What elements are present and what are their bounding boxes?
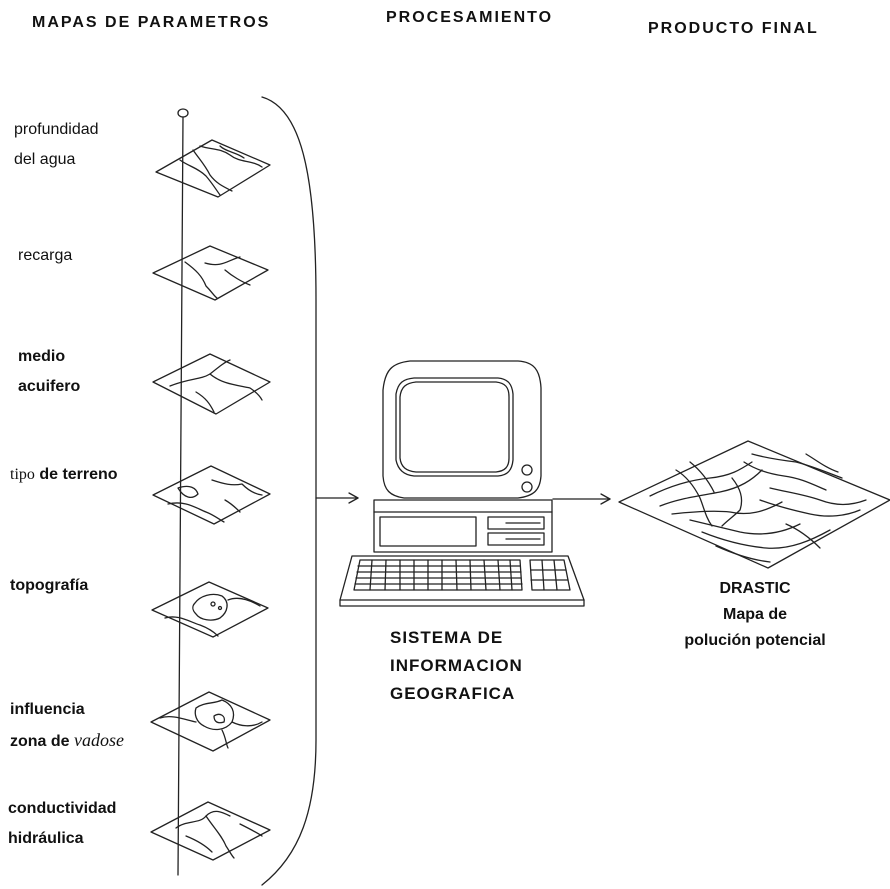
layer-label-aquifer: medio acuifero [18, 345, 80, 399]
header-parameter-maps: MAPAS DE PARAMETROS [32, 14, 271, 31]
layer-label-vadose-italic: vadose [74, 730, 124, 750]
layer-label-vadose: influencia zona de vadose [10, 698, 124, 754]
header-processing: PROCESAMIENTO [386, 9, 554, 26]
arrow-to-product [552, 493, 611, 505]
system-unit [373, 499, 553, 553]
layer-label-conductivity-line2: hidráulica [8, 830, 84, 847]
final-product-map [618, 440, 890, 569]
layer-label-depth-line1: profundidad [14, 121, 99, 138]
layer-label-vadose-line1: influencia [10, 701, 85, 718]
layer-label-terrain-prefix: tipo [10, 466, 35, 483]
product-label-line2: Mapa de [722, 606, 787, 623]
arrow-to-computer [315, 492, 359, 504]
layer-label-conductivity: conductividad hidráulica [8, 797, 116, 851]
gis-label-line1: SISTEMA DE [390, 628, 504, 647]
gis-label: SISTEMA DE INFORMACION GEOGRAFICA [390, 626, 523, 706]
layer-label-depth: profundidad del agua [14, 118, 99, 172]
product-label-line3: polución potencial [684, 632, 826, 649]
layer-label-aquifer-line1: medio [18, 348, 66, 365]
header-final-product: PRODUCTO FINAL [648, 20, 819, 37]
monitor-knob-top [521, 464, 533, 476]
layer-label-recharge: recarga [18, 247, 73, 264]
layer-label-depth-line2: del agua [14, 151, 76, 168]
layer-map-terrain [152, 465, 271, 525]
layer-label-terrain-rest: de terreno [34, 466, 118, 483]
product-label-line1: DRASTIC [719, 580, 791, 597]
stack-pole [177, 108, 189, 876]
layer-label-conductivity-line1: conductividad [8, 800, 117, 817]
layer-label-vadose-line2: zona de vadose [10, 728, 124, 754]
stack-bracket [261, 96, 317, 886]
gis-label-line3: GEOGRAFICA [390, 684, 516, 703]
layer-map-topography [151, 581, 269, 638]
layer-label-terrain: tipo de terreno [10, 463, 118, 487]
layer-label-vadose-prefix: zona de [10, 733, 75, 750]
layer-map-conductivity [150, 801, 271, 861]
product-label: DRASTIC Mapa de polución potencial [665, 578, 845, 652]
layer-map-recharge [152, 245, 269, 301]
monitor-knob-bottom [521, 481, 533, 493]
layer-label-aquifer-line2: acuifero [18, 378, 81, 395]
layer-map-depth [155, 139, 271, 198]
gis-label-line2: INFORMACION [390, 656, 523, 675]
layer-label-topography: topografía [10, 577, 89, 594]
layer-map-aquifer [152, 353, 271, 415]
computer-illustration [339, 360, 585, 607]
monitor-screen [395, 377, 514, 477]
monitor-housing [382, 360, 542, 499]
layer-map-vadose [150, 691, 271, 752]
